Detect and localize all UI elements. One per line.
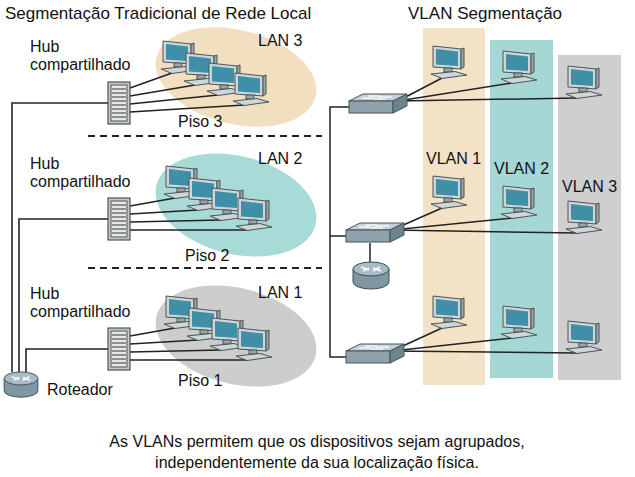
switch-wire xyxy=(392,338,512,351)
router-node-label: Roteador xyxy=(47,381,113,399)
switch-wire xyxy=(392,218,512,230)
hub-icon xyxy=(108,82,130,370)
computer-icon xyxy=(501,186,537,219)
hub-icon xyxy=(108,82,130,124)
vlan-band-label: VLAN 2 xyxy=(494,160,549,178)
lan-ellipse-label: LAN 3 xyxy=(258,32,302,50)
switch-wire xyxy=(398,83,512,101)
hub-wire xyxy=(130,73,247,360)
floor-divider xyxy=(88,135,322,137)
hub-node-label: Hub compartilhado xyxy=(30,38,148,75)
computer-icon xyxy=(236,198,272,231)
hub-wire xyxy=(130,73,172,88)
switch-wire xyxy=(369,243,371,264)
hub-wire xyxy=(130,220,221,222)
hub-node-label: Hub compartilhado xyxy=(30,285,148,322)
connector-layer xyxy=(12,103,108,372)
section-heading: VLAN Segmentação xyxy=(408,4,562,24)
vlan-band-label: VLAN 1 xyxy=(426,150,481,168)
lan-ellipse-fill xyxy=(145,138,328,273)
diagram-title: Segmentação Tradicional de Rede Local xyxy=(5,4,311,24)
hub-node-label: Hub compartilhado xyxy=(30,155,148,192)
computer-icon xyxy=(161,41,602,361)
computer-icon xyxy=(566,66,602,99)
hub-wire xyxy=(130,229,247,231)
floor-label: Piso 3 xyxy=(178,113,222,131)
hub-wire xyxy=(130,340,198,344)
switch-icon xyxy=(346,344,404,363)
computer-icon xyxy=(431,296,467,329)
router-icon xyxy=(353,262,389,289)
lan-ellipse-fill xyxy=(145,12,327,143)
computer-icon xyxy=(566,321,602,354)
network-cable xyxy=(12,103,108,372)
computer-icon xyxy=(236,328,272,361)
switch-wire xyxy=(392,351,577,353)
hub-icon xyxy=(108,328,130,370)
computer-icon xyxy=(501,51,537,84)
hub-wire xyxy=(130,210,198,214)
computer-icon xyxy=(566,201,602,234)
floor-label: Piso 1 xyxy=(178,372,222,390)
switch-icon xyxy=(346,223,404,242)
switch-icon xyxy=(346,94,407,363)
lan-ellipse-fill xyxy=(145,270,327,403)
network-cable xyxy=(26,349,108,372)
hub-icon xyxy=(108,198,130,240)
hub-wire xyxy=(130,359,247,361)
computer-icon xyxy=(501,306,537,339)
hub-wire xyxy=(130,105,244,112)
hub-wire xyxy=(130,95,218,104)
switch-icon xyxy=(349,94,407,113)
switch-wire xyxy=(330,235,346,237)
hub-wire xyxy=(130,85,195,96)
lan-ellipse-label: LAN 1 xyxy=(258,284,302,302)
diagram-caption: As VLANs permitem que os dispositivos se… xyxy=(77,432,557,474)
router-icon xyxy=(4,262,389,397)
hub-wire xyxy=(130,328,175,336)
floor-label: Piso 2 xyxy=(185,247,229,265)
lan-ellipse-label: LAN 2 xyxy=(258,150,302,168)
switch-wire xyxy=(392,230,577,233)
computer-icon xyxy=(431,176,467,209)
switch-wire xyxy=(398,98,577,101)
vlan-band-label: VLAN 3 xyxy=(562,178,617,196)
hub-wire xyxy=(130,350,221,352)
hub-wire xyxy=(130,198,175,206)
computer-icon xyxy=(431,46,467,79)
switch-wire xyxy=(330,78,577,357)
floor-divider xyxy=(88,267,322,269)
computer-icon xyxy=(233,73,269,106)
router-icon xyxy=(4,372,38,397)
